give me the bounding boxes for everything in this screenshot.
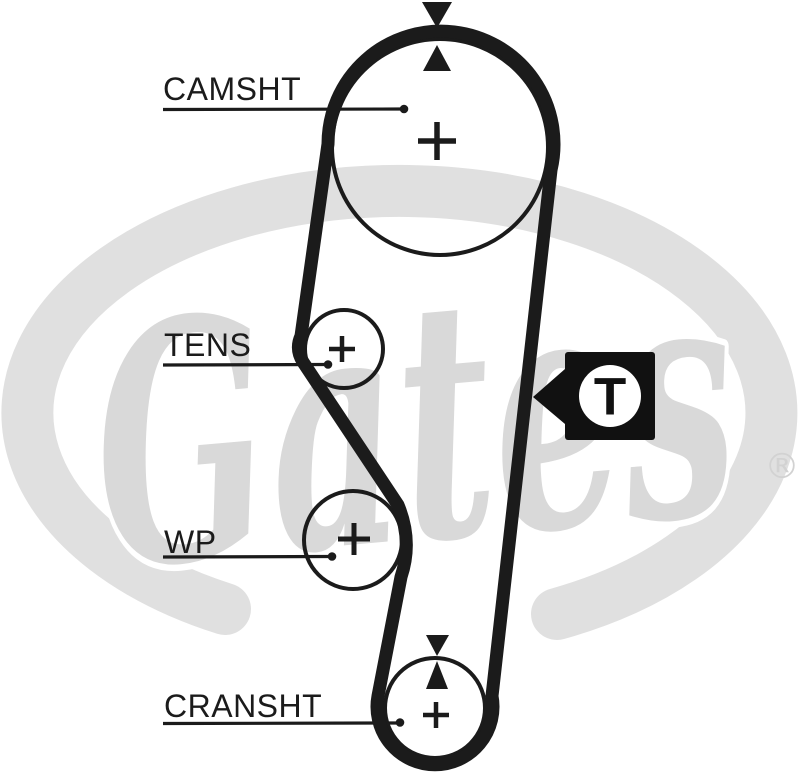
camshaft-center-cross (418, 122, 456, 160)
water-pump-label-group: WP (162, 524, 337, 561)
crankshaft-label: CRANSHT (164, 688, 322, 724)
crankshaft-pulley (383, 656, 487, 760)
camshaft-pulley (330, 37, 550, 257)
camshaft-label-group: CAMSHT (162, 71, 409, 114)
water-pump-leader-line (162, 554, 330, 559)
watermark-script-text: Gates (79, 202, 750, 644)
tension-marker-pointer-icon (533, 369, 565, 424)
tensioner-leader-dot (323, 360, 333, 369)
camshaft-leader-line (162, 107, 403, 112)
gates-watermark: Gates ® (1, 164, 800, 650)
crankshaft-leader-dot (395, 718, 405, 727)
registered-trademark-symbol: ® (765, 447, 800, 487)
water-pump-leader-dot (327, 552, 337, 561)
water-pump-label: WP (164, 524, 217, 560)
tension-marker-circle (579, 365, 641, 427)
crankshaft-leader-line (162, 721, 398, 726)
camshaft-label: CAMSHT (163, 71, 301, 107)
crankshaft-timing-mark-lower-icon (426, 661, 448, 689)
crankshaft-timing-mark-upper-icon (426, 635, 449, 656)
camshaft-timing-mark-lower-icon (423, 45, 451, 71)
tension-marker: T (533, 352, 655, 440)
tensioner-label: TENS (164, 327, 251, 363)
tension-marker-letter: T (594, 368, 626, 427)
camshaft-timing-mark-upper-icon (422, 2, 452, 28)
camshaft-leader-dot (399, 104, 409, 114)
watermark-oval-band (1, 164, 798, 640)
tensioner-label-group: TENS (162, 327, 333, 369)
timing-belt (291, 24, 561, 772)
tensioner-center-cross (329, 336, 355, 362)
crankshaft-center-cross (423, 702, 449, 728)
water-pump-center-cross (338, 523, 370, 555)
crankshaft-label-group: CRANSHT (162, 688, 405, 727)
